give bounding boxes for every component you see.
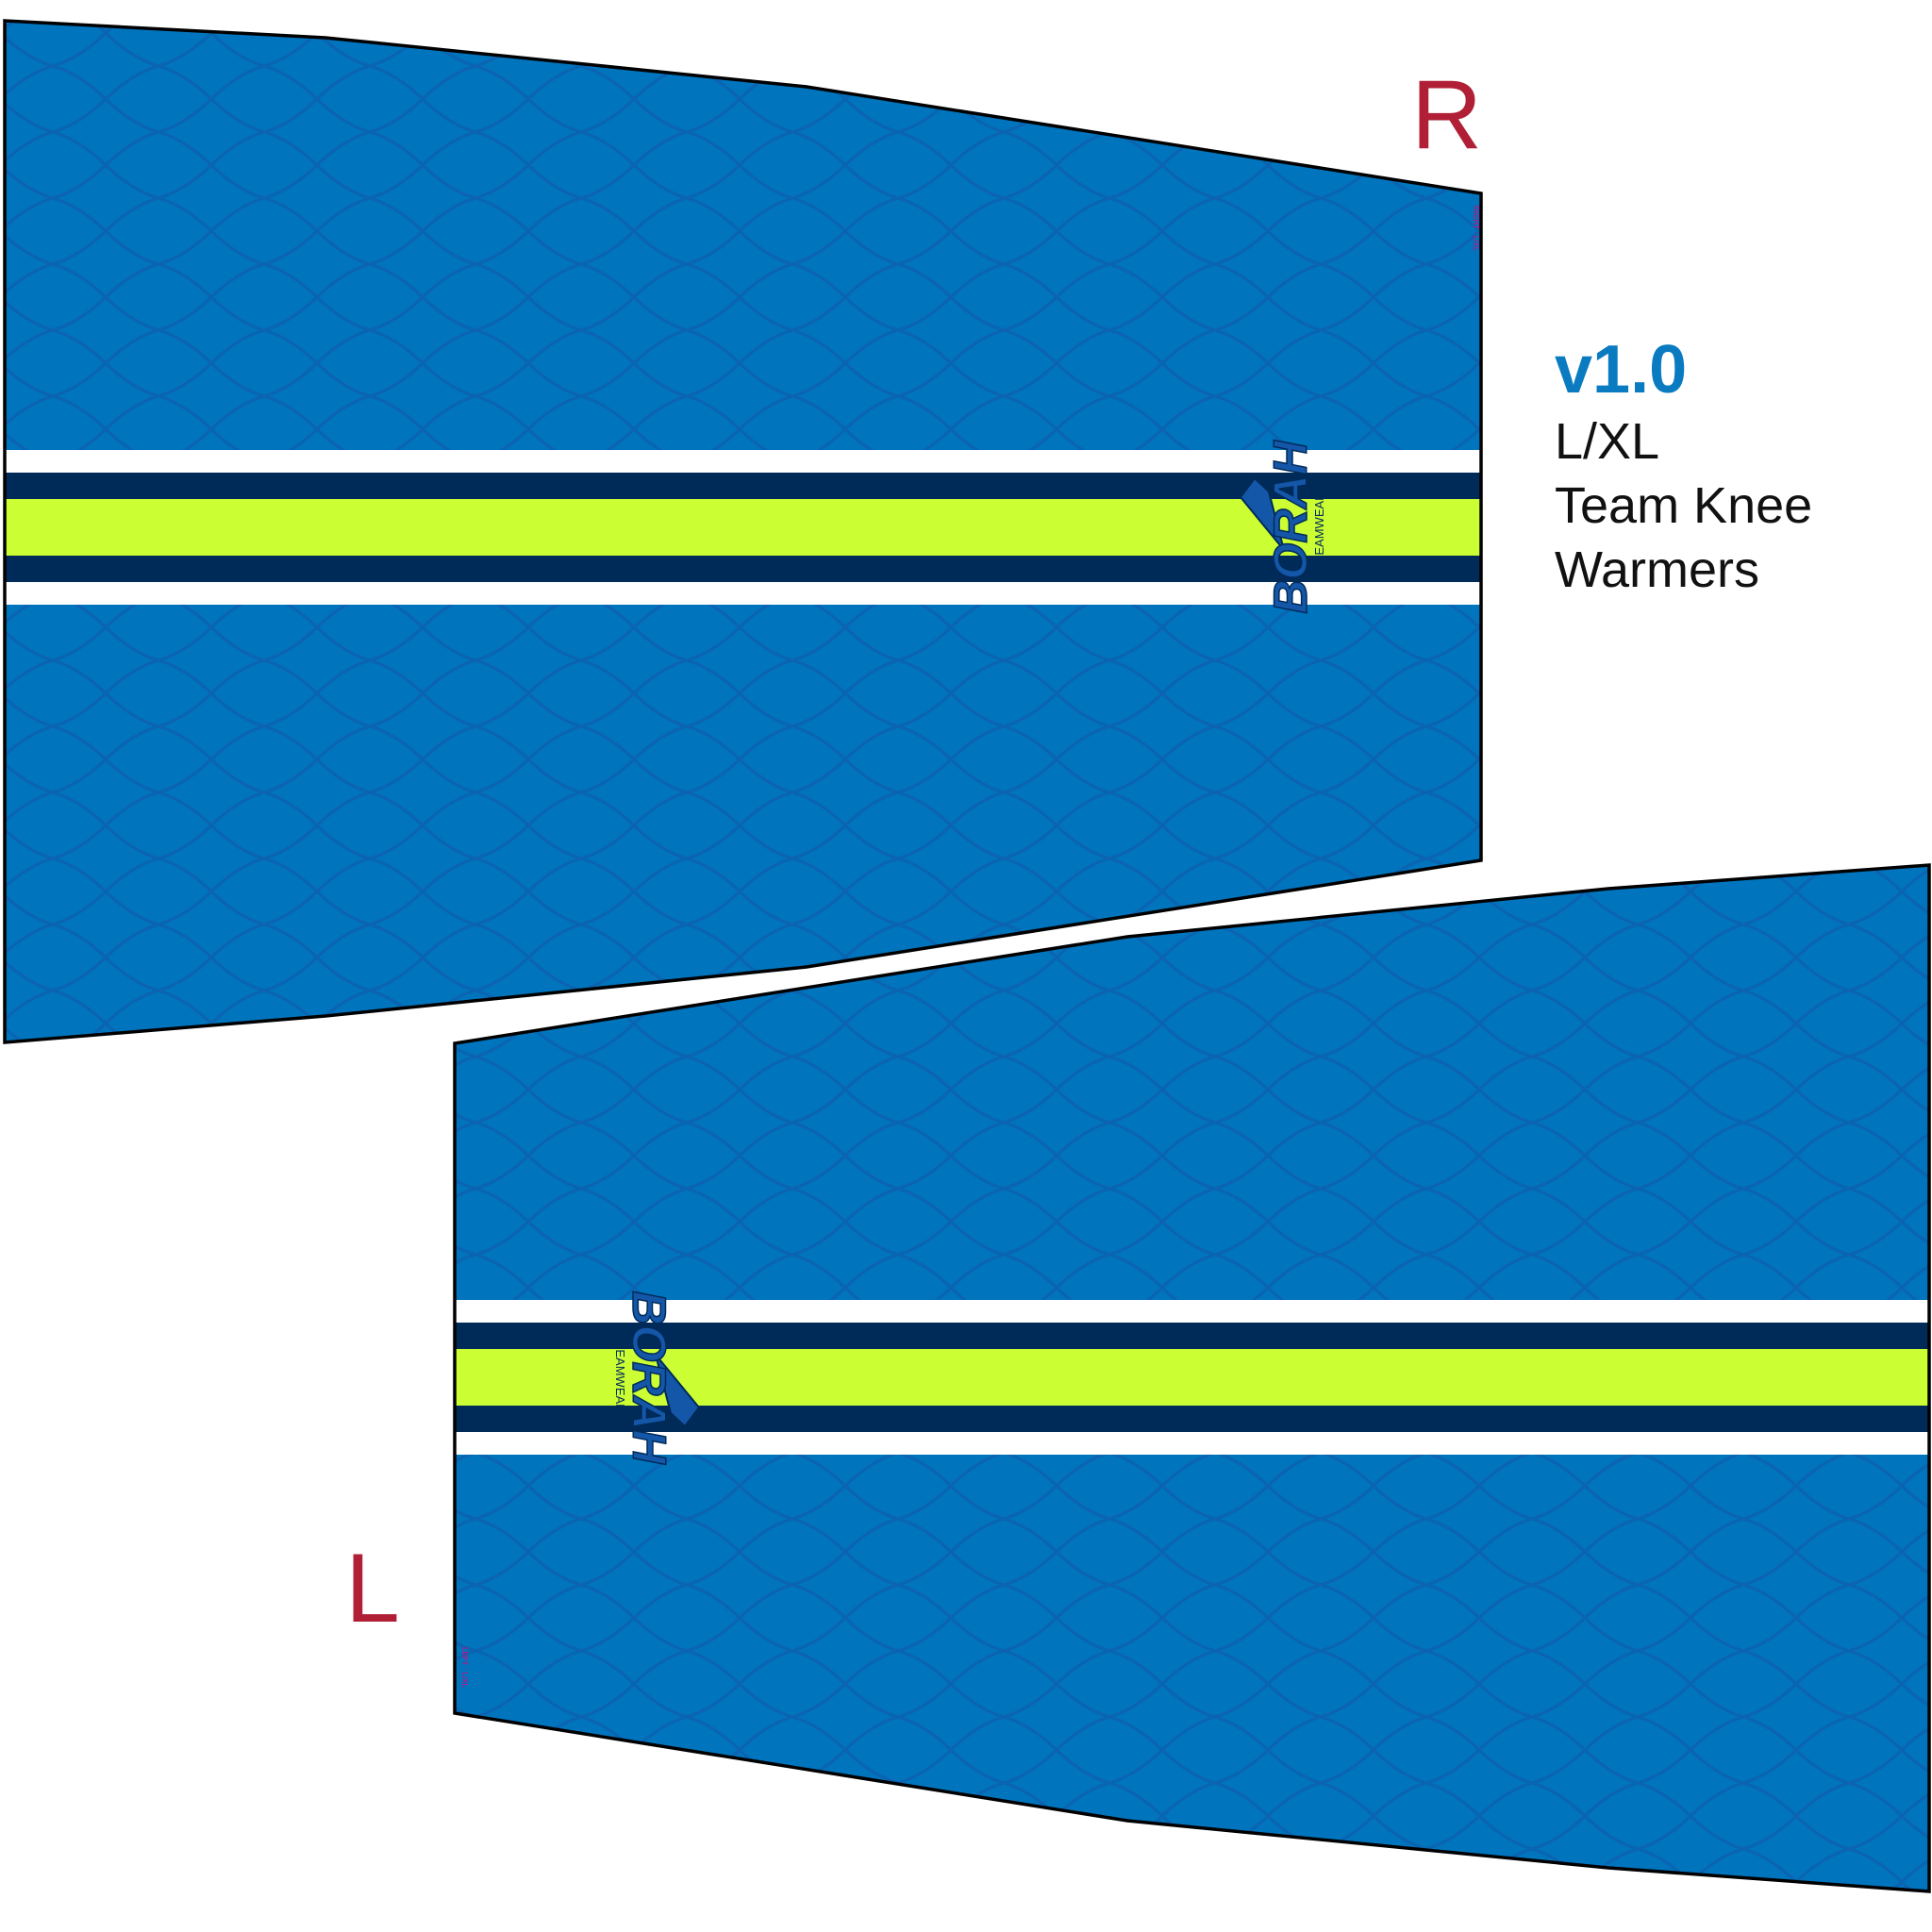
right-edge-mark: RIGHT · L/XL xyxy=(1472,206,1480,252)
left-side-label: L xyxy=(345,1534,400,1643)
logo-brand-text: BORAH xyxy=(623,1291,675,1464)
logo-sub-text: TEAMWEAR xyxy=(1312,491,1326,562)
spec-block: v1.0 L/XL Team Knee Warmers xyxy=(1555,336,1812,602)
mountain-icon xyxy=(655,1354,701,1428)
right-stripe-navy-top xyxy=(5,473,1481,499)
left-stripe-neon xyxy=(455,1349,1929,1406)
left-knee-warmer-panel: BORAH TEAMWEAR LEFT · L/XL xyxy=(453,863,1931,1893)
borah-logo-left: BORAH TEAMWEAR xyxy=(613,1291,701,1465)
right-stripe-white-top xyxy=(5,450,1481,473)
right-panel-outline xyxy=(3,19,1483,1044)
product-name-line1: Team Knee xyxy=(1555,477,1813,534)
logo-brand-text: BORAH xyxy=(1264,440,1317,613)
mountain-icon xyxy=(1239,476,1285,551)
size-label: L/XL xyxy=(1555,413,1660,470)
right-stripe-white-bottom xyxy=(5,582,1481,605)
right-knee-warmer-panel: BORAH TEAMWEAR RIGHT · L/XL xyxy=(3,19,1483,1044)
left-stripe-white-top xyxy=(455,1300,1929,1323)
left-panel-outline xyxy=(453,863,1931,1893)
version-label: v1.0 xyxy=(1555,332,1688,408)
left-edge-mark: LEFT · L/XL xyxy=(460,1647,469,1689)
logo-sub-text: TEAMWEAR xyxy=(613,1341,627,1412)
right-side-label: R xyxy=(1411,60,1483,170)
product-name-line2: Warmers xyxy=(1555,541,1759,598)
borah-logo-right: BORAH TEAMWEAR xyxy=(1239,440,1326,614)
right-stripe-neon xyxy=(5,499,1481,556)
right-stripe-navy-bottom xyxy=(5,556,1481,582)
left-stripe-navy-top xyxy=(455,1323,1929,1349)
left-stripe-navy-bottom xyxy=(455,1406,1929,1432)
left-stripe-white-bottom xyxy=(455,1432,1929,1455)
